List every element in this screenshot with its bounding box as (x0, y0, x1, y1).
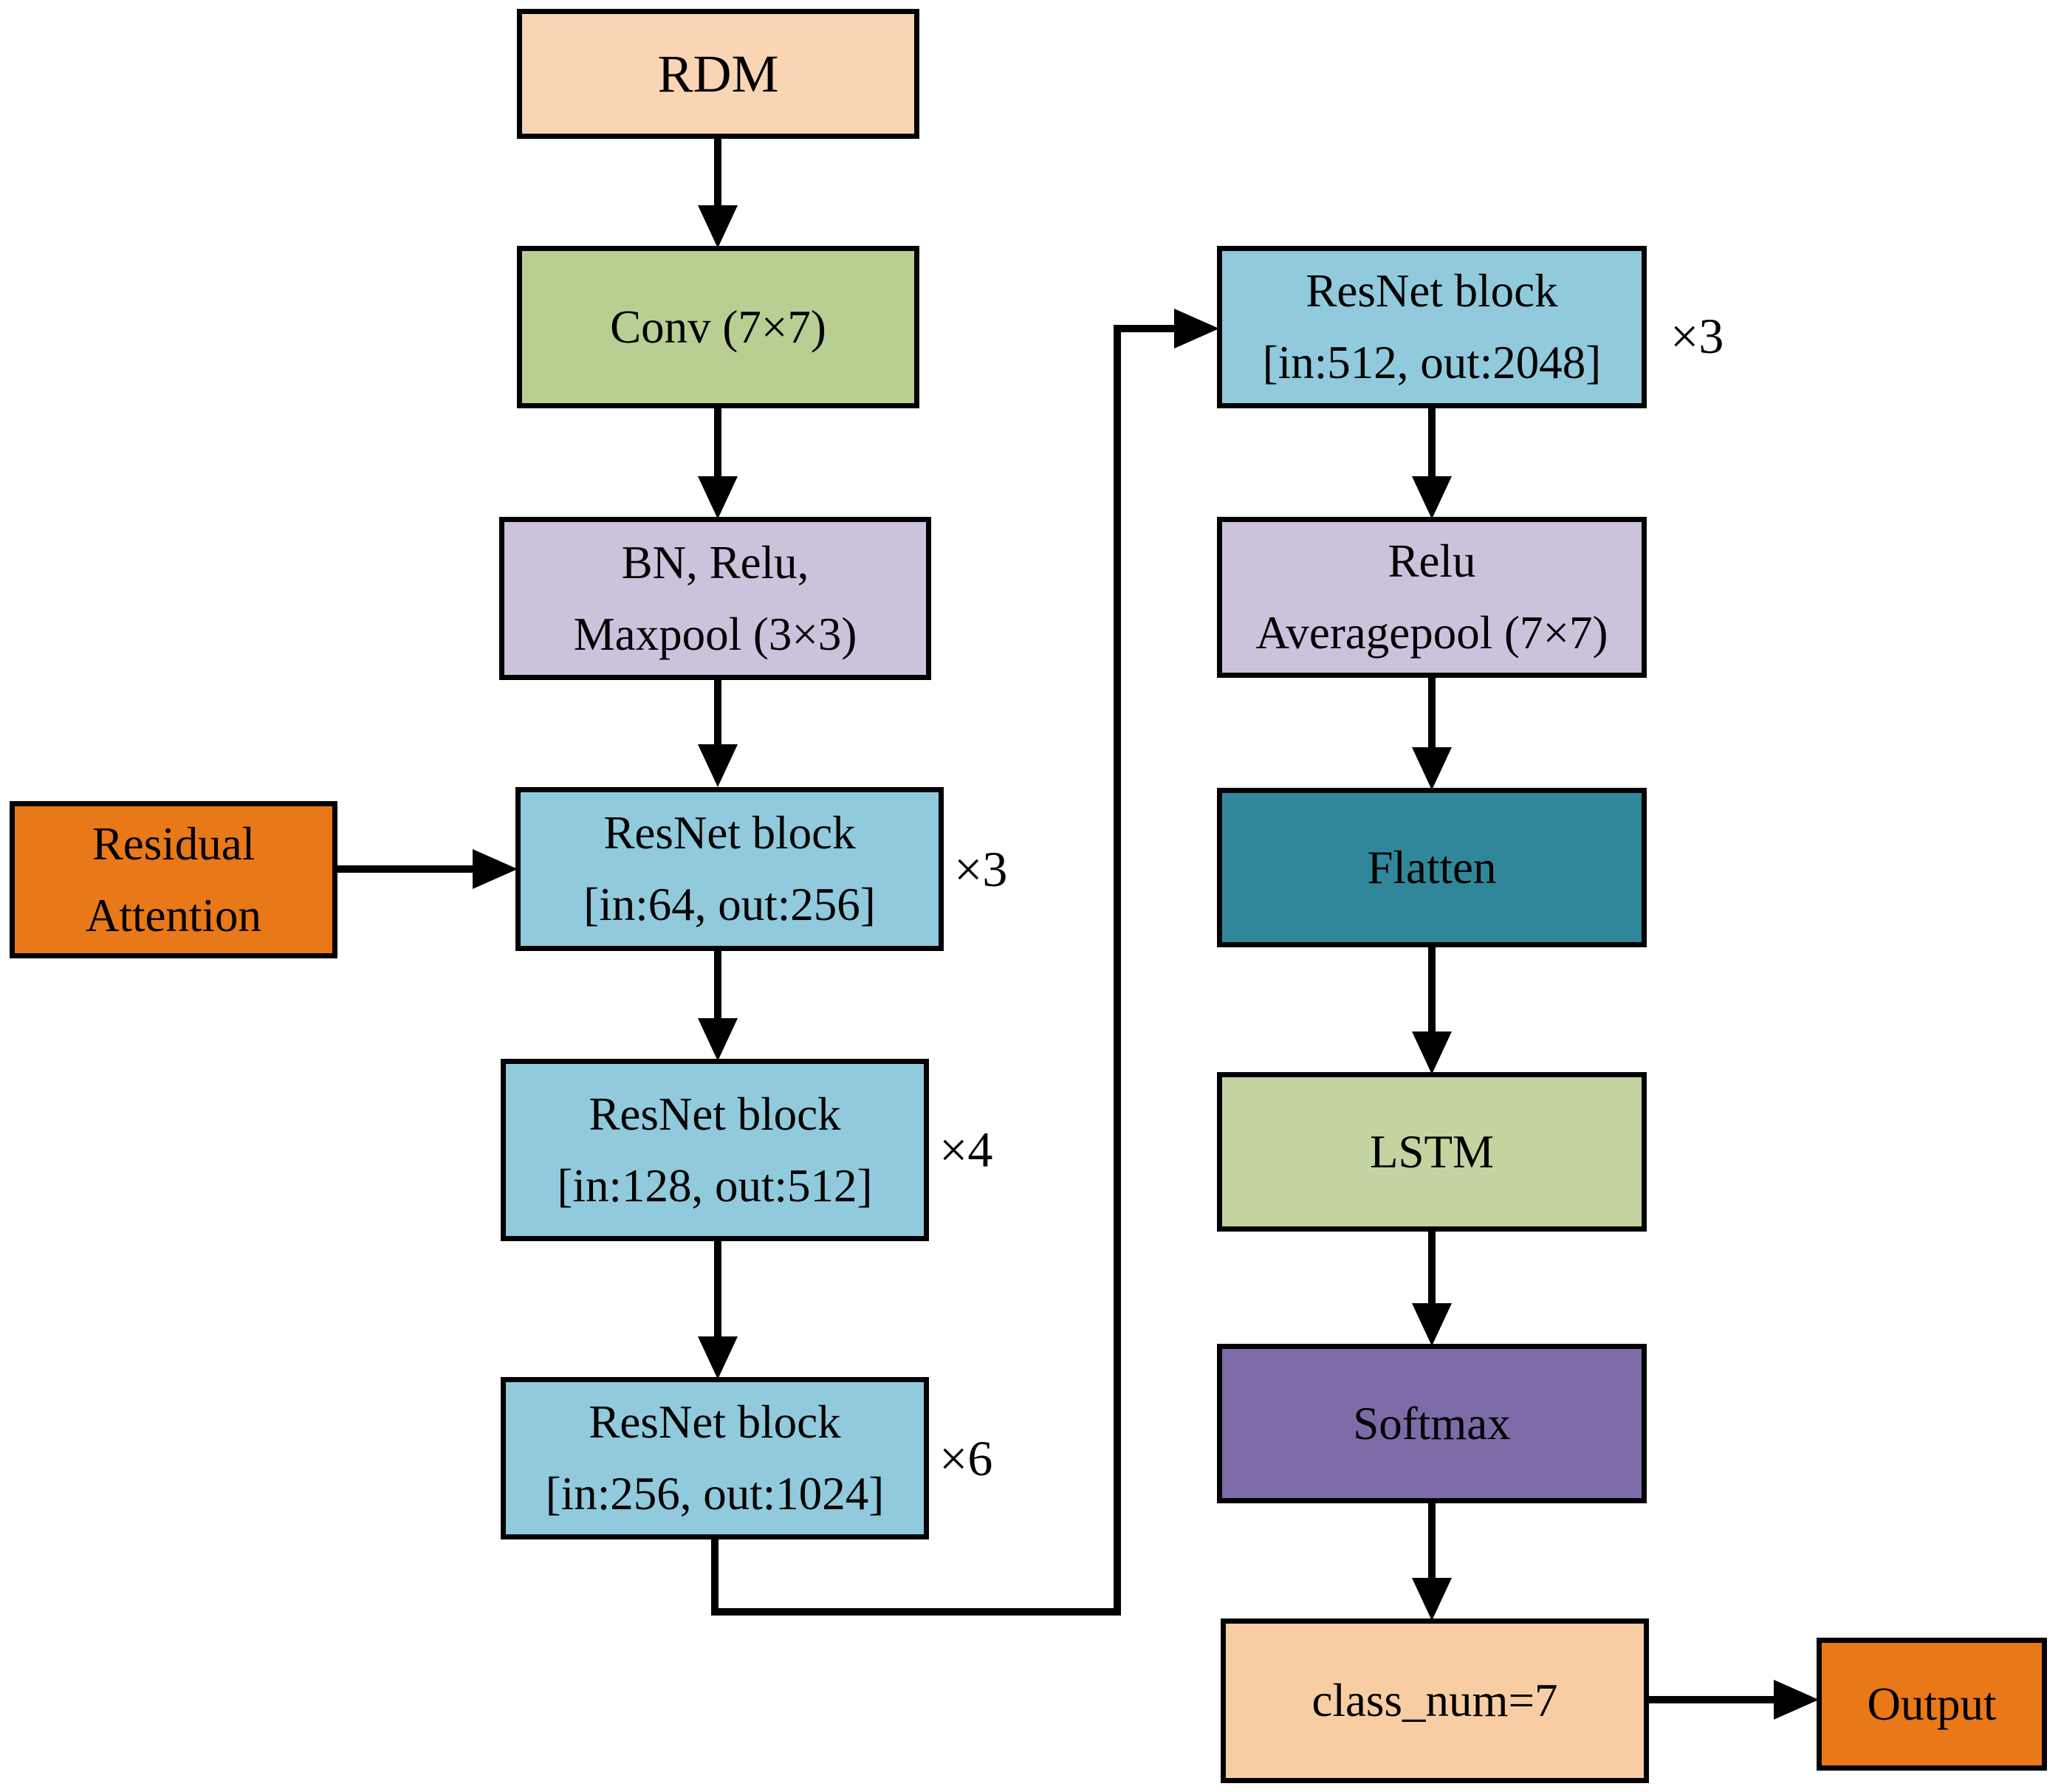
node-resnet-block-4-line1: ResNet block (1306, 265, 1558, 317)
arrowhead-attention-resnet1 (473, 849, 518, 889)
arrowhead-classnum-output (1774, 1680, 1819, 1720)
multiplier-resnet-block-2: ×4 (939, 1122, 993, 1178)
node-residual-attention-line1: Residual (92, 817, 256, 870)
node-flatten: Flatten (1217, 788, 1647, 947)
node-resnet-block-4: ResNet block [in:512, out:2048] (1217, 246, 1647, 408)
arrowhead-relu-flatten (1412, 747, 1452, 790)
node-class-num: class_num=7 (1221, 1618, 1649, 1783)
node-rdm-label: RDM (657, 44, 779, 103)
node-conv: Conv (7×7) (517, 246, 919, 408)
node-relu-averagepool: Relu Averagepool (7×7) (1217, 517, 1647, 678)
node-resnet-block-2: ResNet block [in:128, out:512] (501, 1059, 929, 1241)
node-resnet-block-2-line1: ResNet block (589, 1088, 841, 1140)
arrowhead-bn-resnet1 (698, 744, 738, 787)
arrowhead-resnet3-resnet4 (1174, 309, 1219, 349)
node-resnet-block-2-line2: [in:128, out:512] (557, 1159, 873, 1212)
node-bn-relu-maxpool-line1: BN, Relu, (621, 536, 809, 588)
arrowhead-rdm-conv (698, 205, 738, 248)
node-rdm: RDM (517, 9, 919, 139)
arrowhead-softmax-classnum (1412, 1578, 1452, 1621)
arrowhead-resnet2-resnet3 (698, 1336, 738, 1379)
node-relu-averagepool-line1: Relu (1388, 535, 1476, 587)
multiplier-resnet-block-4: ×3 (1670, 308, 1724, 364)
node-resnet-block-3-line1: ResNet block (589, 1396, 841, 1448)
node-resnet-block-3-line2: [in:256, out:1024] (545, 1468, 885, 1520)
arrowhead-resnet1-resnet2 (698, 1018, 738, 1061)
arrowhead-resnet4-relu (1412, 476, 1452, 519)
arrowhead-lstm-softmax (1412, 1303, 1452, 1346)
node-residual-attention: Residual Attention (10, 801, 337, 958)
node-softmax: Softmax (1217, 1344, 1647, 1503)
node-class-num-label: class_num=7 (1311, 1675, 1558, 1726)
node-resnet-block-4-line2: [in:512, out:2048] (1262, 337, 1602, 388)
arrowhead-conv-bn (698, 476, 738, 519)
node-flatten-label: Flatten (1367, 841, 1497, 893)
node-bn-relu-maxpool: BN, Relu, Maxpool (3×3) (499, 517, 931, 680)
multiplier-resnet-block-1: ×3 (954, 841, 1008, 897)
node-relu-averagepool-line2: Averagepool (7×7) (1255, 607, 1608, 659)
node-output-label: Output (1867, 1678, 1997, 1730)
node-conv-label: Conv (7×7) (610, 301, 826, 353)
node-lstm: LSTM (1217, 1072, 1647, 1232)
node-resnet-block-1-line2: [in:64, out:256] (583, 879, 876, 930)
node-lstm-label: LSTM (1369, 1125, 1495, 1178)
node-bn-relu-maxpool-line2: Maxpool (3×3) (573, 608, 857, 660)
node-residual-attention-line2: Attention (86, 889, 261, 941)
node-output: Output (1817, 1638, 2047, 1771)
arrowhead-flatten-lstm (1412, 1031, 1452, 1074)
edge-resnet3-resnet4 (711, 325, 1176, 1616)
multiplier-resnet-block-3: ×6 (939, 1430, 993, 1486)
node-resnet-block-3: ResNet block [in:256, out:1024] (501, 1377, 929, 1539)
node-resnet-block-1: ResNet block [in:64, out:256] (515, 787, 944, 951)
node-resnet-block-1-line1: ResNet block (603, 807, 856, 859)
node-softmax-label: Softmax (1353, 1397, 1511, 1449)
